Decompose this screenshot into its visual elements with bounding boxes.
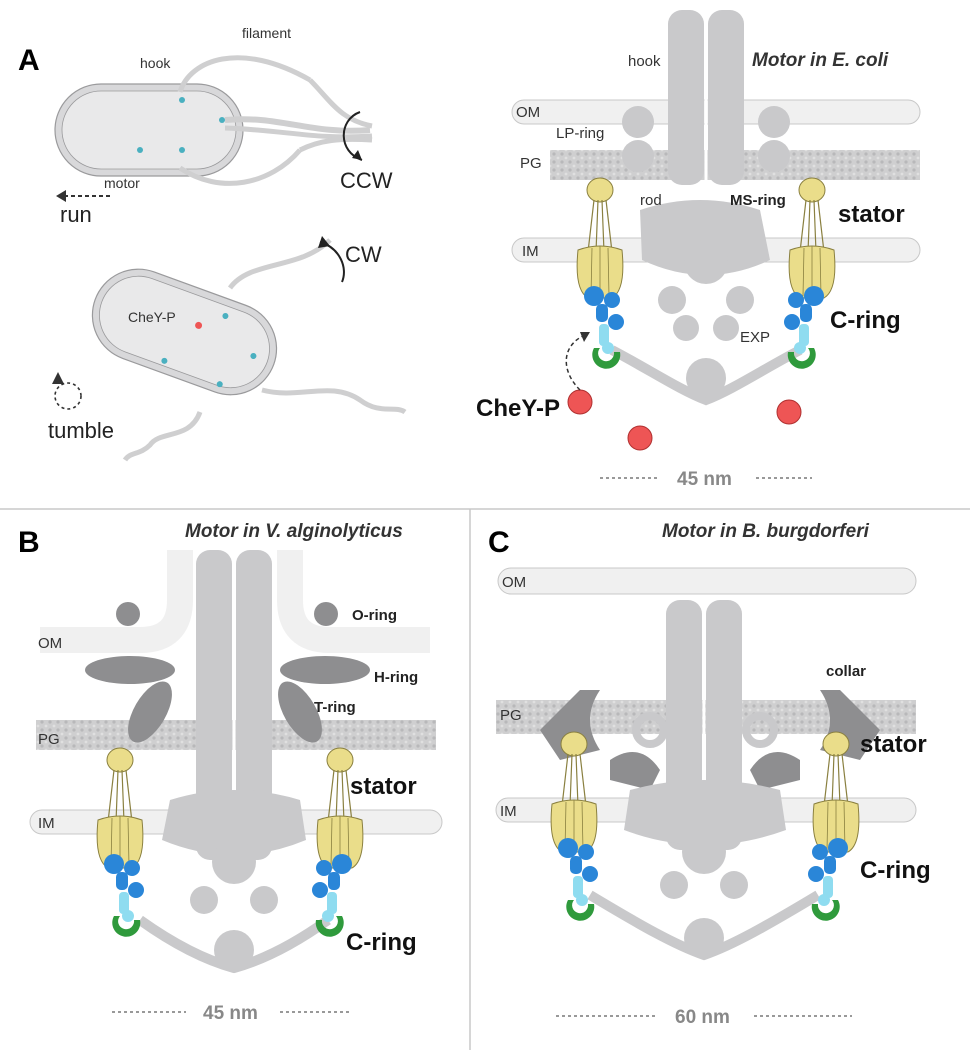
tumble-flagellum-2 xyxy=(261,387,407,415)
scale-label-a: 45 nm xyxy=(677,469,732,490)
label-lp-ring: LP-ring xyxy=(556,125,604,142)
label-hook-cell: hook xyxy=(140,55,171,71)
label-chey-cell: CheY-P xyxy=(128,309,176,325)
label-cw: CW xyxy=(345,242,382,267)
label-pg-b: PG xyxy=(38,731,60,748)
label-pg-c: PG xyxy=(500,707,522,724)
label-om-a: OM xyxy=(516,104,540,121)
label-c-ring-a: C-ring xyxy=(830,307,901,334)
vibrio-motor xyxy=(29,550,443,974)
label-c-ring-c: C-ring xyxy=(860,857,931,884)
label-ms-ring: MS-ring xyxy=(730,192,786,209)
borrelia-motor xyxy=(495,567,917,961)
label-ccw: CCW xyxy=(340,168,393,193)
label-c-ring-b: C-ring xyxy=(346,929,417,956)
arrow-icon xyxy=(318,236,330,248)
label-run: run xyxy=(60,202,92,227)
label-im-c: IM xyxy=(500,803,517,820)
label-stator-a: stator xyxy=(838,201,905,228)
panel-b-letter: B xyxy=(18,526,40,559)
label-t-ring: T-ring xyxy=(314,699,356,716)
panel-a-title: Motor in E. coli xyxy=(752,50,889,71)
label-stator-c: stator xyxy=(860,731,927,758)
tumble-flagellum-1 xyxy=(227,238,332,290)
label-om-c: OM xyxy=(502,574,526,591)
cell-running xyxy=(54,55,373,186)
label-om-b: OM xyxy=(38,635,62,652)
panel-c-title: Motor in B. burgdorferi xyxy=(662,521,870,542)
label-chey-p: CheY-P xyxy=(476,395,560,422)
scale-label-b: 45 nm xyxy=(203,1003,258,1024)
panel-c-letter: C xyxy=(488,526,510,559)
arrow-icon xyxy=(352,150,362,160)
label-motor: motor xyxy=(104,175,140,191)
scale-label-c: 60 nm xyxy=(675,1007,730,1028)
label-filament: filament xyxy=(242,25,291,41)
label-im-a: IM xyxy=(522,243,539,260)
arrow-icon xyxy=(56,190,66,202)
tumble-flagellum-3 xyxy=(122,410,203,462)
label-pg-a: PG xyxy=(520,155,542,172)
panel-b-title: Motor in V. alginolyticus xyxy=(185,521,403,542)
cell-tumbling xyxy=(91,268,278,396)
label-exp: EXP xyxy=(740,329,770,346)
label-stator-b: stator xyxy=(350,773,417,800)
label-im-b: IM xyxy=(38,815,55,832)
label-rod: rod xyxy=(640,192,662,209)
tumble-icon xyxy=(54,382,82,410)
arrow-icon xyxy=(52,372,64,384)
label-collar: collar xyxy=(826,663,866,680)
panel-a-letter: A xyxy=(18,44,40,77)
label-hook-motor: hook xyxy=(628,53,661,70)
label-h-ring: H-ring xyxy=(374,669,418,686)
ecoli-motor xyxy=(511,10,921,451)
label-o-ring: O-ring xyxy=(352,607,397,624)
label-tumble: tumble xyxy=(48,418,114,443)
